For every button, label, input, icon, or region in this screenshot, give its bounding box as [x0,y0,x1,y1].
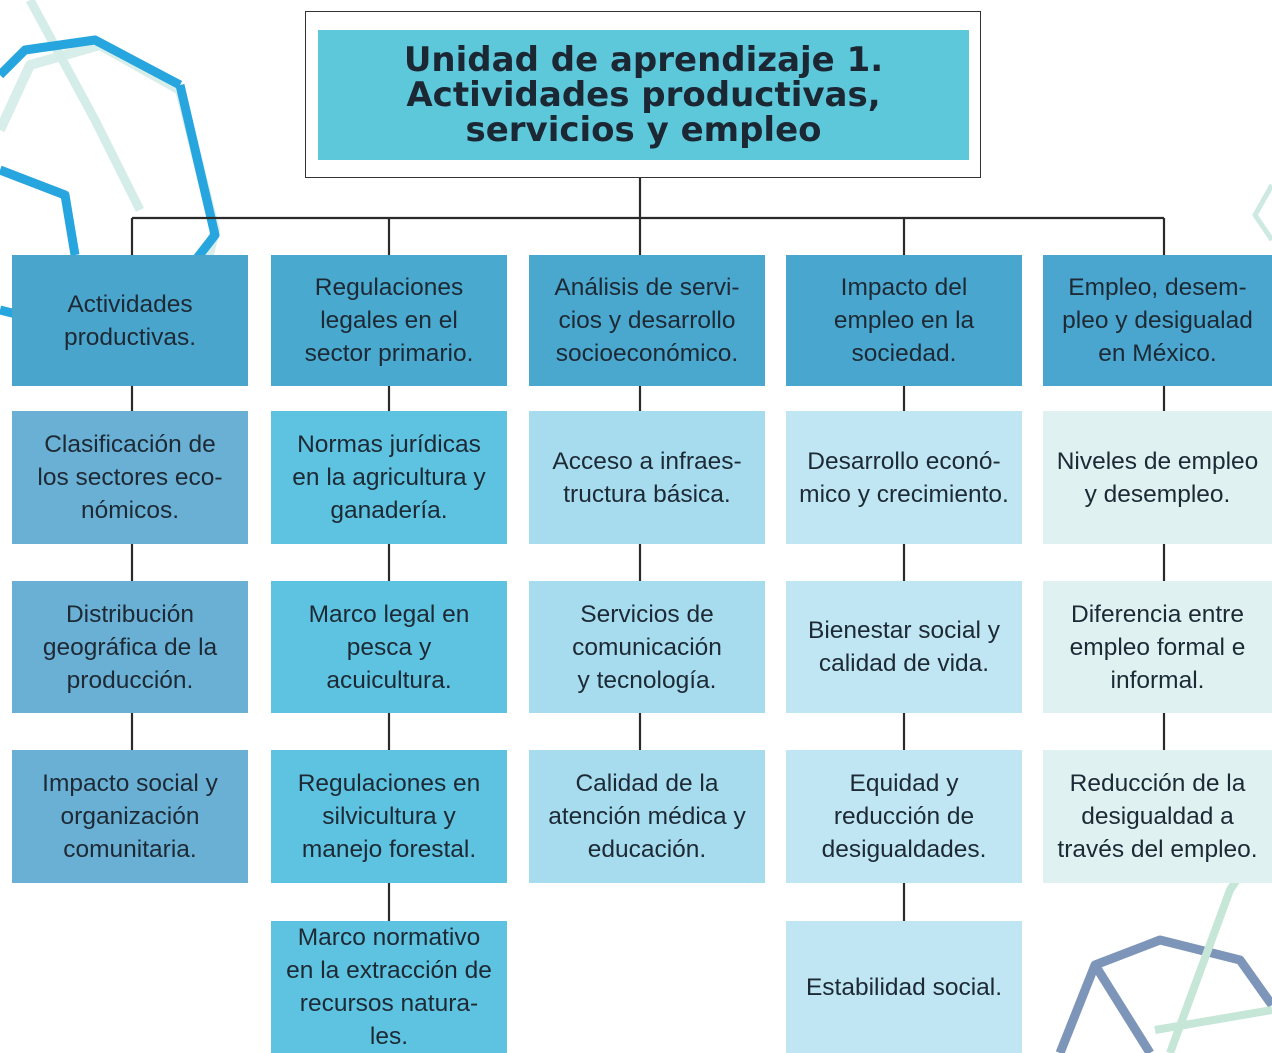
col3-node-1: Acceso a infraes- tructura básica. [529,411,765,544]
col5-node-3: Reducción de la desigualdad a través del… [1043,750,1272,883]
col2-node-3: Regulaciones en silvicultura y manejo fo… [271,750,507,883]
col4-node-2: Bienestar social y calidad de vida. [786,581,1022,713]
title-line-3: servicios y empleo [465,109,822,150]
col5-node-1: Niveles de empleo y desempleo. [1043,411,1272,544]
page-title: Unidad de aprendizaje 1. Actividades pro… [318,30,969,160]
col4-node-4: Estabilidad social. [786,921,1022,1053]
col1-node-1: Clasificación de los sectores eco- nómic… [12,411,248,544]
col4-node-1: Desarrollo econó- mico y crecimiento. [786,411,1022,544]
col5-header: Empleo, desem- pleo y desigualad en Méxi… [1043,255,1272,386]
col3-header: Análisis de servi- cios y desarrollo soc… [529,255,765,386]
title-line-1: Unidad de aprendizaje 1. [403,39,884,80]
col1-header: Actividades productivas. [12,255,248,386]
col4-node-3: Equidad y reducción de desigualdades. [786,750,1022,883]
col1-node-3: Impacto social y organización comunitari… [12,750,248,883]
col3-node-2: Servicios de comunicación y tecnología. [529,581,765,713]
col2-node-1: Normas jurídicas en la agricultura y gan… [271,411,507,544]
col2-node-4: Marco normativo en la extracción de recu… [271,921,507,1053]
col4-header: Impacto del empleo en la sociedad. [786,255,1022,386]
title-line-2: Actividades productivas, [406,74,881,115]
col3-node-3: Calidad de la atención médica y educació… [529,750,765,883]
col1-node-2: Distribución geográfica de la producción… [12,581,248,713]
col2-header: Regulaciones legales en el sector primar… [271,255,507,386]
col5-node-2: Diferencia entre empleo formal e informa… [1043,581,1272,713]
col2-node-2: Marco legal en pesca y acuicultura. [271,581,507,713]
